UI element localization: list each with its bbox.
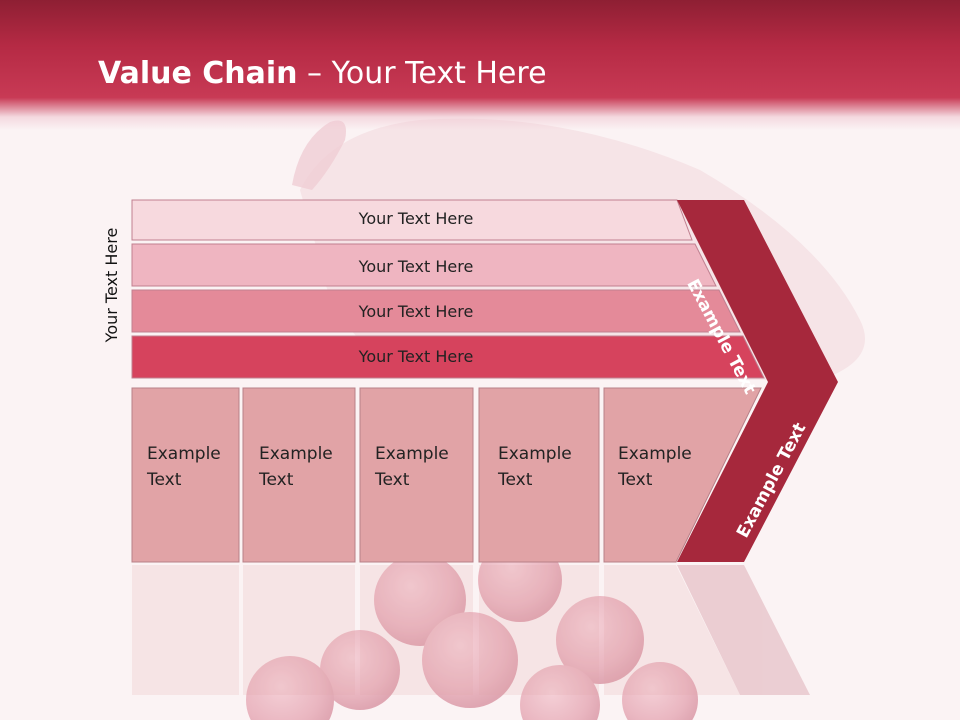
column-box-3: [359, 387, 474, 563]
row-bar-3: [131, 289, 741, 333]
reflection: [132, 565, 810, 695]
row-bar-2: [131, 243, 717, 287]
title-rest: – Your Text Here: [297, 56, 547, 91]
column-2-line1: Example: [259, 444, 333, 464]
column-box-4: [478, 387, 600, 563]
page-title: Value Chain – Your Text Here: [98, 56, 547, 91]
title-bold: Value Chain: [98, 56, 298, 91]
column-5-line2: Text: [618, 470, 653, 490]
column-box-5: [603, 387, 762, 563]
column-1-line1: Example: [147, 444, 221, 464]
row-label-1: Your Text Here: [358, 209, 474, 228]
column-3-line1: Example: [375, 444, 449, 464]
chevron-arrow: [677, 200, 838, 562]
row-bar-4: [131, 335, 765, 379]
column-4-line2: Text: [498, 470, 533, 490]
row-bar-1: [131, 199, 693, 241]
column-box-2: [242, 387, 356, 563]
column-2-line2: Text: [259, 470, 294, 490]
row-label-4: Your Text Here: [358, 347, 474, 366]
column-box-1: [131, 387, 240, 563]
column-4-line1: Example: [498, 444, 572, 464]
column-5-line1: Example: [618, 444, 692, 464]
column-3-line2: Text: [375, 470, 410, 490]
header-band: [0, 0, 960, 130]
finger-silhouette: [292, 120, 346, 190]
row-label-2: Your Text Here: [358, 257, 474, 276]
row-label-3: Your Text Here: [358, 302, 474, 321]
column-1-line2: Text: [147, 470, 182, 490]
